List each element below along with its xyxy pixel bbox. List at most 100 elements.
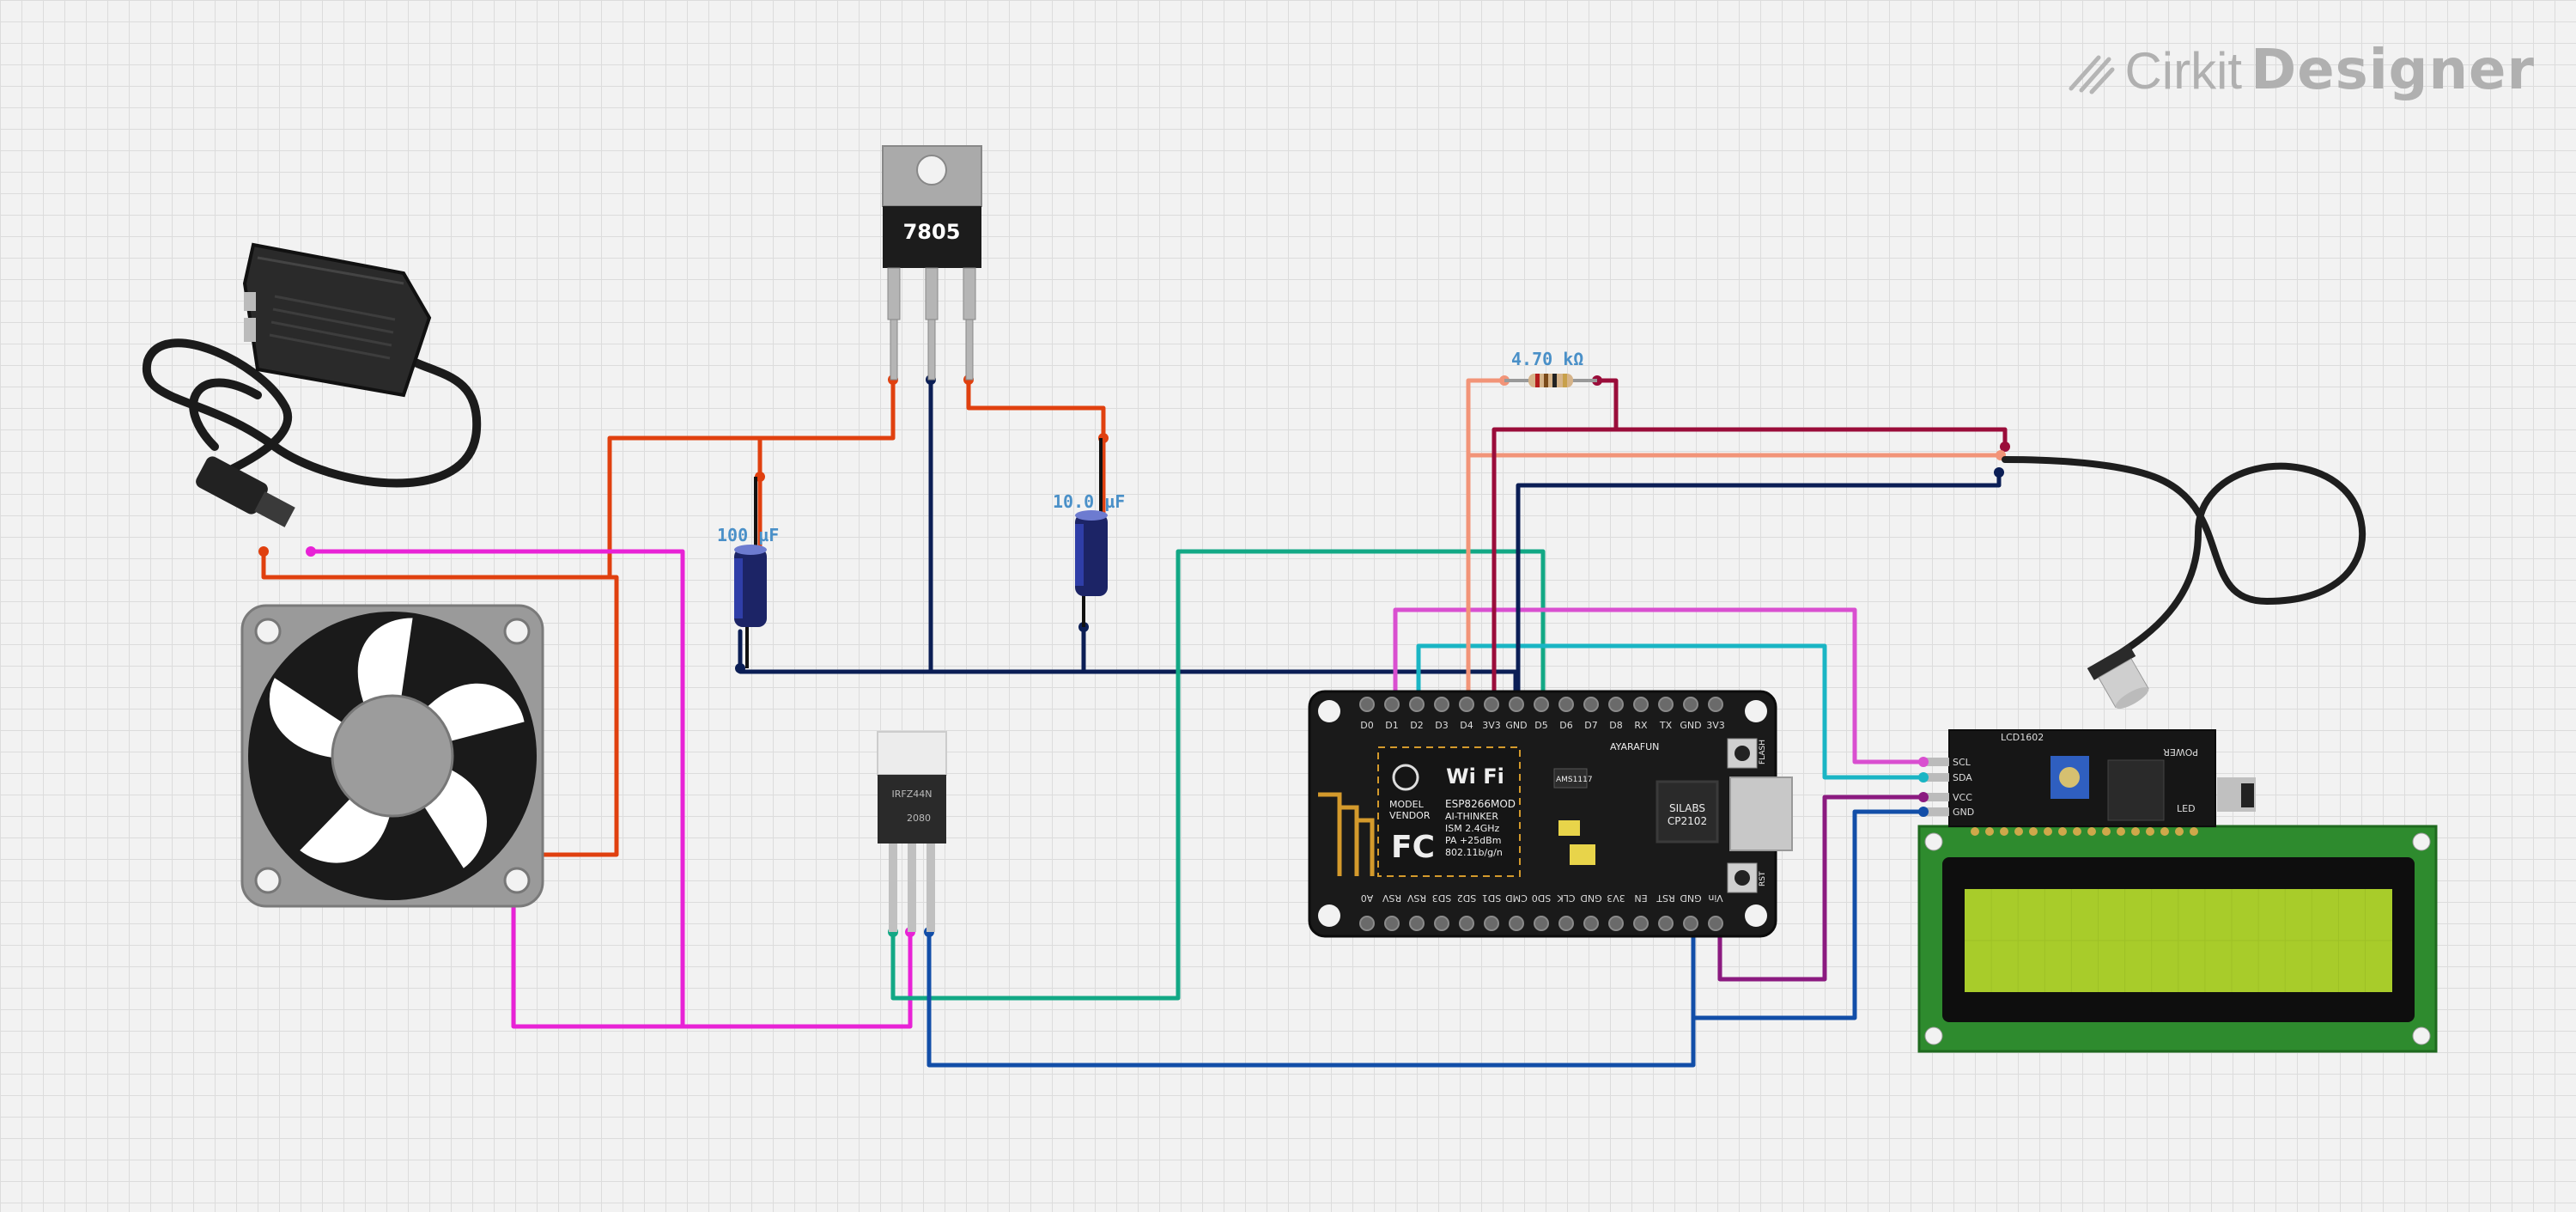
esp-brand-text: AYARAFUN xyxy=(1610,741,1659,752)
esp-pin-top[interactable] xyxy=(1509,697,1524,712)
esp-module-line1: ESP8266MOD xyxy=(1445,798,1516,810)
resistor-label: 4.70 kΩ xyxy=(1511,349,1583,369)
esp-pin-bottom[interactable] xyxy=(1434,916,1449,931)
wire-ground-bus[interactable] xyxy=(738,377,1518,705)
esp-usb-port[interactable] xyxy=(1729,777,1793,851)
cooling-fan[interactable] xyxy=(240,604,544,908)
wire-blue-source[interactable] xyxy=(927,921,1696,1068)
esp-pin-bottom[interactable] xyxy=(1509,916,1524,931)
esp-pin-bottom[interactable] xyxy=(1409,916,1425,931)
i2c-pin-label: SCL xyxy=(1953,757,1971,768)
esp-pin-bottom[interactable] xyxy=(1359,916,1375,931)
lcd-display[interactable] xyxy=(1917,825,2438,1053)
esp-pin-top[interactable] xyxy=(1708,697,1723,712)
lcd-header-pin xyxy=(1971,827,1979,836)
esp-pin-bottom[interactable] xyxy=(1459,916,1474,931)
i2c-power-text: POWER xyxy=(2163,746,2198,758)
power-adapter[interactable] xyxy=(142,242,482,527)
esp-pin-label: D8 xyxy=(1609,720,1622,731)
esp-pin-bottom[interactable] xyxy=(1484,916,1499,931)
wire-blue-i2c-gnd[interactable] xyxy=(1691,809,1926,1020)
wire-pink-scl[interactable] xyxy=(1393,607,1926,764)
esp-pin-label: TX xyxy=(1659,720,1673,731)
wire-red-vout[interactable] xyxy=(966,377,1106,527)
esp-rst-text: RST xyxy=(1759,871,1767,886)
esp-pin-top[interactable] xyxy=(1658,697,1674,712)
brand-name-designer: Designer xyxy=(2251,39,2535,102)
esp-pin-top[interactable] xyxy=(1359,697,1375,712)
lcd-header-pin xyxy=(2014,827,2023,836)
esp-pin-top[interactable] xyxy=(1558,697,1574,712)
lcd-header-pin xyxy=(2131,827,2140,836)
temperature-sensor[interactable] xyxy=(2002,456,2366,716)
esp-vendor-line2: VENDOR xyxy=(1389,810,1431,821)
esp-pin-label: GND xyxy=(1580,892,1601,904)
cap1-label: 100 µF xyxy=(717,525,779,545)
esp-pin-top[interactable] xyxy=(1608,697,1624,712)
esp-pin-top[interactable] xyxy=(1633,697,1649,712)
wire-red-vin[interactable] xyxy=(261,377,896,580)
esp-vendor-line1: MODEL xyxy=(1389,799,1425,810)
i2c-pin-wire-end xyxy=(1918,757,1929,767)
wire-red-fan[interactable] xyxy=(530,575,619,857)
lcd-header-pin xyxy=(2190,827,2198,836)
adapter-cable xyxy=(142,338,482,488)
esp-pin-bottom[interactable] xyxy=(1384,916,1400,931)
esp-fc-mark: FC xyxy=(1391,830,1435,865)
mosfet[interactable]: IRFZ44N 2080 xyxy=(877,731,947,932)
esp-pin-label: D5 xyxy=(1534,720,1547,731)
esp-pin-bottom[interactable] xyxy=(1658,916,1674,931)
esp-pin-bottom[interactable] xyxy=(1608,916,1624,931)
wire-teal-gate[interactable] xyxy=(890,549,1546,1001)
esp-pin-label: A0 xyxy=(1361,892,1374,904)
esp-pin-label: CLK xyxy=(1557,892,1576,904)
i2c-pin-wire-end xyxy=(1918,807,1929,817)
i2c-pin[interactable] xyxy=(1923,793,1949,801)
i2c-header-text: LCD1602 xyxy=(2001,732,2044,743)
esp-chip-line1: SILABS xyxy=(1669,802,1705,814)
esp-pin-label: 3V3 xyxy=(1607,892,1625,904)
i2c-pin[interactable] xyxy=(1923,807,1949,816)
esp-pin-label: D3 xyxy=(1435,720,1448,731)
esp-pin-top[interactable] xyxy=(1409,697,1425,712)
brand-logo: Cirkit Designer xyxy=(2066,36,2535,105)
esp-pin-top[interactable] xyxy=(1683,697,1698,712)
capacitor-100uf[interactable]: 100 µF xyxy=(717,477,779,668)
esp-pin-bottom[interactable] xyxy=(1683,916,1698,931)
esp-pin-label: SD3 xyxy=(1432,892,1451,904)
esp-pin-bottom[interactable] xyxy=(1633,916,1649,931)
esp-pin-bottom[interactable] xyxy=(1583,916,1599,931)
esp-pin-top[interactable] xyxy=(1459,697,1474,712)
esp-pin-label: 3V3 xyxy=(1482,720,1501,731)
esp-module-line2: AI-THINKER xyxy=(1445,811,1498,822)
wire-purple-vcc[interactable] xyxy=(1717,795,1926,982)
i2c-pin[interactable] xyxy=(1923,758,1949,766)
voltage-regulator[interactable]: 7805 xyxy=(882,145,982,381)
esp-pin-top[interactable] xyxy=(1534,697,1549,712)
wire-cyan-sda[interactable] xyxy=(1416,643,1926,780)
esp-pin-bottom[interactable] xyxy=(1708,916,1723,931)
esp-pin-label: RX xyxy=(1634,720,1648,731)
wire-salmon-data[interactable] xyxy=(1466,378,2003,705)
esp-pin-top[interactable] xyxy=(1434,697,1449,712)
esp-pin-top[interactable] xyxy=(1484,697,1499,712)
esp-pin-top[interactable] xyxy=(1583,697,1599,712)
esp-pin-top[interactable] xyxy=(1384,697,1400,712)
lcd-header-pin xyxy=(2000,827,2008,836)
capacitor-10uf[interactable]: 10.0 µF xyxy=(1053,438,1125,627)
esp-pin-label: D1 xyxy=(1385,720,1398,731)
esp-pin-bottom[interactable] xyxy=(1534,916,1549,931)
resistor[interactable]: 4.70 kΩ xyxy=(1504,349,1597,387)
wire-navy-sensor-gnd[interactable] xyxy=(1516,468,2002,705)
esp-pin-label: 3V3 xyxy=(1706,720,1725,731)
wire-maroon-vcc[interactable] xyxy=(1492,378,2008,705)
lcd-header-pin xyxy=(2117,827,2125,836)
esp-pin-label: D4 xyxy=(1460,720,1473,731)
i2c-pin[interactable] xyxy=(1923,773,1949,782)
esp-pin-bottom[interactable] xyxy=(1558,916,1574,931)
esp-ams-text: AMS1117 xyxy=(1556,776,1593,784)
lcd-header-pin xyxy=(2102,827,2111,836)
